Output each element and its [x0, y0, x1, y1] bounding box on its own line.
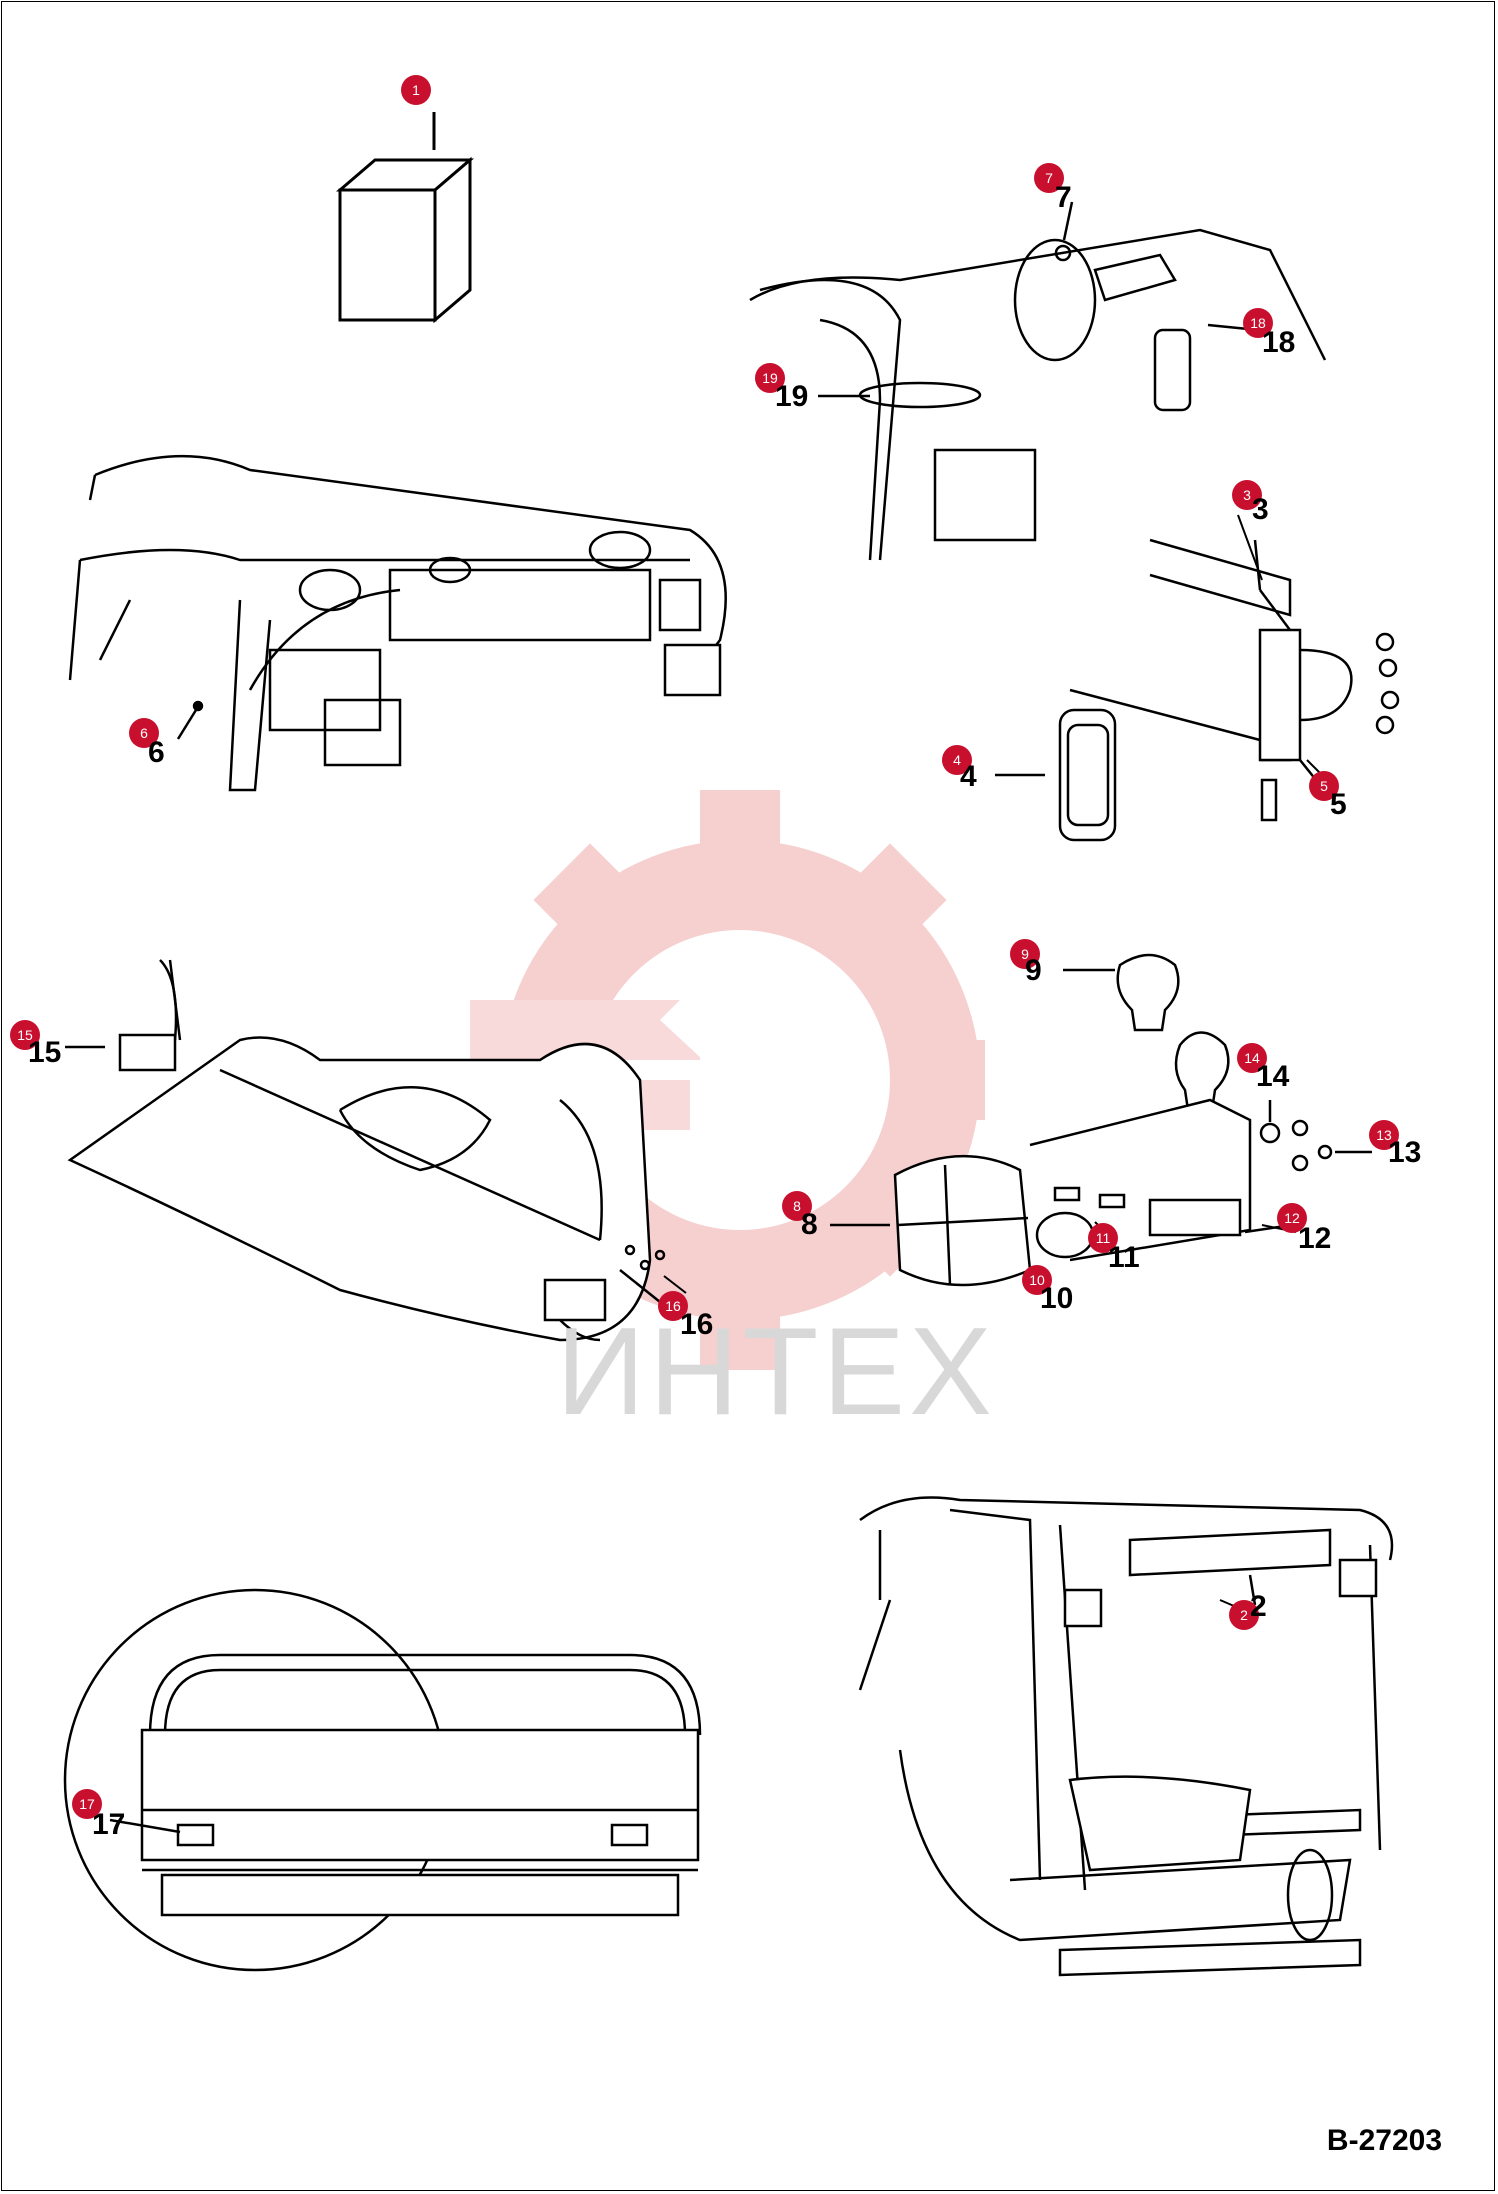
part-label-17: 17	[92, 1808, 126, 1841]
part-label-8: 8	[801, 1208, 818, 1241]
part-label-13: 13	[1388, 1136, 1422, 1169]
callout-19[interactable]: 19	[755, 363, 785, 393]
callout-5[interactable]: 5	[1309, 771, 1339, 801]
part-label-7: 7	[1055, 181, 1072, 214]
callout-15[interactable]: 15	[10, 1020, 40, 1050]
part-label-3: 3	[1252, 493, 1269, 526]
part-label-5: 5	[1330, 788, 1347, 821]
callout-12[interactable]: 12	[1277, 1203, 1307, 1233]
part-1-box	[335, 112, 475, 324]
part-label-11: 11	[1108, 1241, 1140, 1274]
callout-3[interactable]: 3	[1232, 480, 1262, 510]
callout-6[interactable]: 6	[129, 718, 159, 748]
part-label-2: 2	[1250, 1590, 1267, 1623]
callout-16[interactable]: 16	[658, 1291, 688, 1321]
bulb-and-housing-group	[830, 953, 1372, 1287]
part-label-16: 16	[680, 1308, 714, 1341]
part-3-bracket-group	[1069, 538, 1400, 822]
roll-bar-top-right	[749, 201, 1327, 561]
roll-bar-left-assembly	[68, 454, 727, 792]
part-label-15: 15	[28, 1036, 62, 1069]
part-label-14: 14	[1256, 1060, 1290, 1093]
callout-8[interactable]: 8	[782, 1191, 812, 1221]
part-label-9: 9	[1025, 954, 1042, 987]
part-17-magnified-view	[63, 1588, 702, 1972]
watermark-text: ИНТЕХ	[556, 1303, 996, 1441]
callout-7[interactable]: 7	[1034, 163, 1064, 193]
callout-11[interactable]: 11	[1088, 1223, 1118, 1253]
callout-13[interactable]: 13	[1369, 1120, 1399, 1150]
part-4-lens	[995, 708, 1117, 842]
part-label-10: 10	[1040, 1282, 1074, 1315]
document-id: B-27203	[1326, 2124, 1442, 2157]
callout-14[interactable]: 14	[1237, 1043, 1267, 1073]
part-2-assembly	[858, 1496, 1394, 1977]
part-label-19: 19	[775, 380, 809, 413]
part-label-18: 18	[1262, 326, 1296, 359]
callout-18[interactable]: 18	[1243, 308, 1273, 338]
callout-4[interactable]: 4	[942, 745, 972, 775]
callout-10[interactable]: 10	[1022, 1265, 1052, 1295]
callout-1[interactable]: 1	[401, 75, 431, 105]
part-label-12: 12	[1298, 1222, 1332, 1255]
part-label-6: 6	[148, 736, 165, 769]
rear-panel-assembly	[65, 959, 671, 1342]
callout-2[interactable]: 2	[1229, 1600, 1259, 1630]
callout-17[interactable]: 17	[72, 1789, 102, 1819]
part-label-4: 4	[960, 760, 977, 793]
callout-9[interactable]: 9	[1010, 939, 1040, 969]
